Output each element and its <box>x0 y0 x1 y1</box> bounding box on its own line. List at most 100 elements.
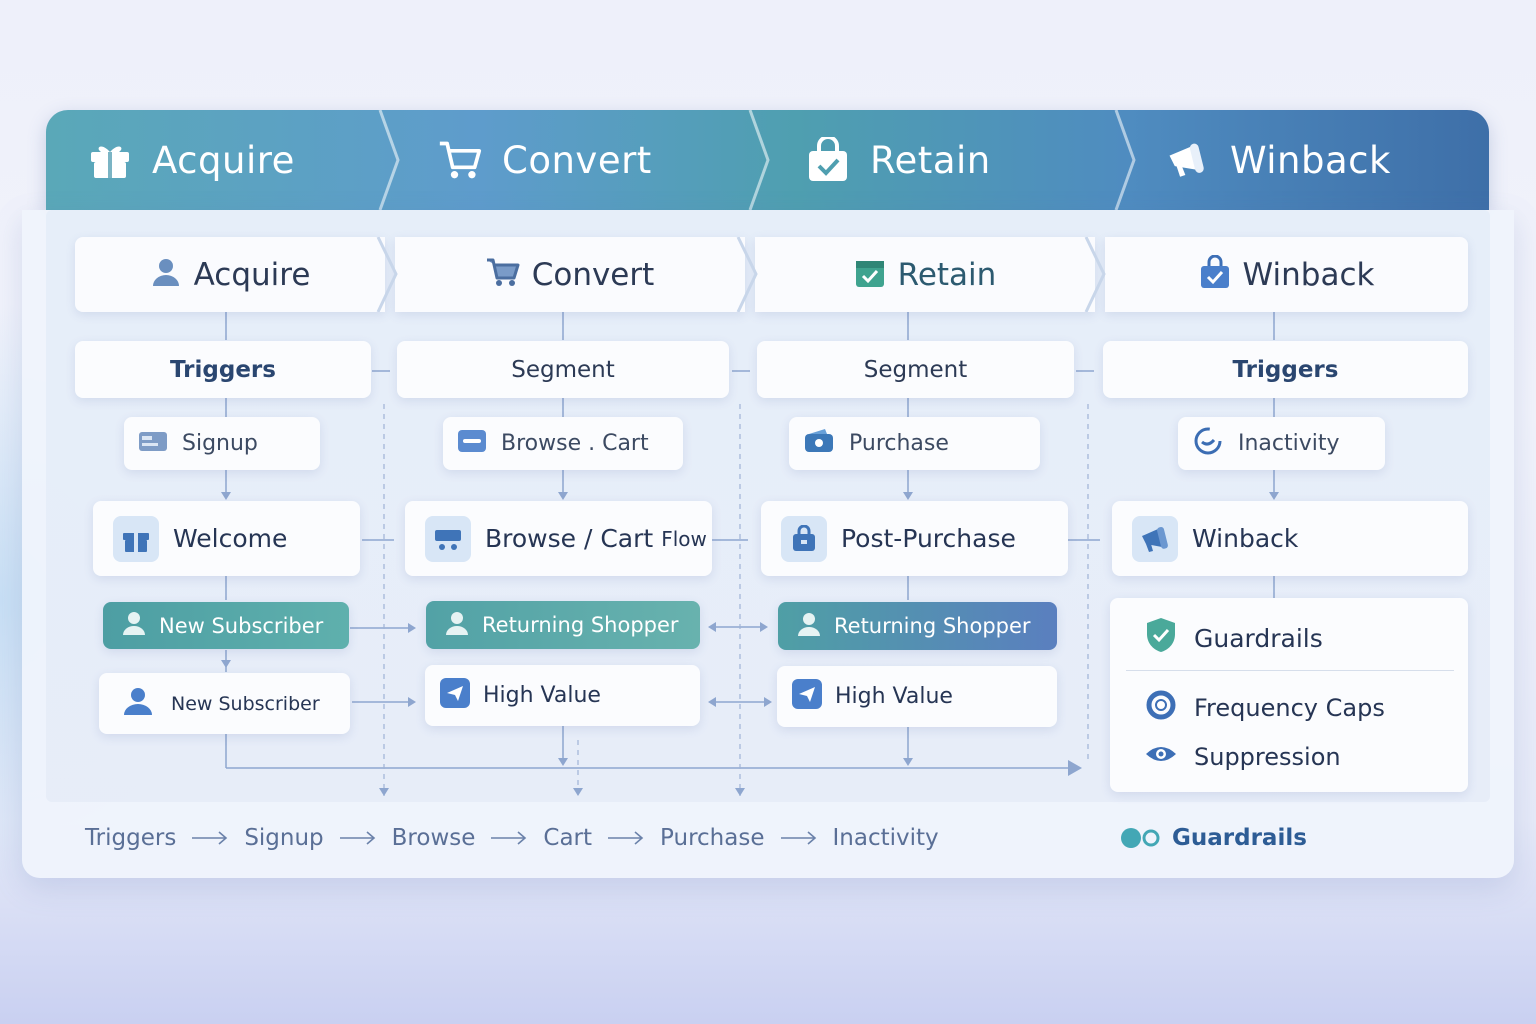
segment-card-new-subscriber[interactable]: New Subscriber <box>99 673 350 734</box>
user-icon <box>444 610 470 641</box>
browser-window-icon <box>457 428 487 460</box>
eye-icon <box>1144 742 1178 772</box>
calendar-check-icon <box>854 256 886 293</box>
banner-stage-label: Winback <box>1230 138 1391 182</box>
user-icon <box>121 610 147 641</box>
send-icon <box>791 678 823 716</box>
segment-label: Returning Shopper <box>834 614 1031 638</box>
column-header[interactable]: Triggers <box>1103 341 1468 398</box>
arrow-right-icon <box>192 831 228 845</box>
user-icon <box>121 686 155 721</box>
footer-step[interactable]: Triggers <box>85 825 177 851</box>
banner-stage-label: Retain <box>870 138 991 182</box>
trigger-card-inactivity[interactable]: Inactivity <box>1178 417 1385 470</box>
footer-guardrails[interactable]: Guardrails <box>1120 820 1307 856</box>
footer-step[interactable]: Purchase <box>660 825 765 851</box>
flow-card-winback[interactable]: Winback <box>1112 501 1468 576</box>
bag-check-icon <box>1199 254 1231 294</box>
segment-card-high-value[interactable]: High Value <box>777 666 1057 727</box>
segment-pill-new-subscriber[interactable]: New Subscriber <box>103 602 349 649</box>
trigger-card-signup[interactable]: Signup <box>124 417 320 470</box>
segment-label: New Subscriber <box>159 613 324 638</box>
guardrails-card: Guardrails Frequency Caps Suppression <box>1110 598 1468 792</box>
segment-label: Returning Shopper <box>482 613 679 637</box>
cart-icon <box>438 138 482 182</box>
footer-guardrails-label: Guardrails <box>1172 825 1307 851</box>
arrow-right-icon <box>608 831 644 845</box>
flow-label: Welcome <box>173 524 288 553</box>
wallet-icon <box>803 428 835 460</box>
flow-card-browse-cart[interactable]: Browse / Cart Flow <box>405 501 712 576</box>
trigger-card-purchase[interactable]: Purchase <box>789 417 1040 470</box>
send-icon <box>439 677 471 715</box>
stage-label: Winback <box>1242 256 1375 293</box>
column-header[interactable]: Segment <box>757 341 1074 398</box>
column-header[interactable]: Segment <box>397 341 729 398</box>
footer-step[interactable]: Cart <box>543 825 593 851</box>
divider <box>1126 670 1454 671</box>
chevron-divider <box>748 110 770 210</box>
cart-icon <box>425 515 471 562</box>
gift-icon <box>113 515 159 562</box>
trigger-label: Inactivity <box>1238 431 1340 456</box>
segment-label: High Value <box>835 684 953 709</box>
gift-icon <box>88 138 132 182</box>
flow-label: Browse / Cart <box>485 524 654 553</box>
footer-flow: Triggers Signup Browse Cart Purchase Ina… <box>85 820 939 856</box>
megaphone-icon <box>1166 138 1210 182</box>
segment-label: New Subscriber <box>171 692 320 715</box>
segment-label: High Value <box>483 683 601 708</box>
stage-retain[interactable]: Retain <box>755 237 1095 312</box>
banner-stage-convert[interactable]: Convert <box>438 110 652 210</box>
stage-convert[interactable]: Convert <box>395 237 745 312</box>
cart-icon <box>486 257 520 292</box>
segment-pill-returning-shopper[interactable]: Returning Shopper <box>778 602 1057 650</box>
footer-step[interactable]: Signup <box>244 825 324 851</box>
stage-label: Acquire <box>193 256 311 293</box>
footer-step[interactable]: Inactivity <box>832 825 939 851</box>
shield-check-icon <box>1144 616 1178 660</box>
flow-card-welcome[interactable]: Welcome <box>93 501 360 576</box>
banner-stage-acquire[interactable]: Acquire <box>88 110 295 210</box>
guardrail-item-suppression[interactable]: Suppression <box>1144 742 1341 772</box>
banner-stage-label: Convert <box>502 138 652 182</box>
guardrails-header: Guardrails <box>1144 616 1323 660</box>
trigger-label: Signup <box>182 431 258 456</box>
guardrail-item-label: Frequency Caps <box>1194 694 1385 722</box>
trigger-label: Browse . Cart <box>501 431 649 456</box>
arrow-right-icon <box>780 831 816 845</box>
megaphone-icon <box>1132 515 1178 562</box>
flow-label: Winback <box>1192 524 1299 553</box>
chevron-divider <box>1084 237 1106 312</box>
trigger-label: Purchase <box>849 431 949 456</box>
bag-check-icon <box>806 137 850 182</box>
arrow-right-icon <box>339 831 375 845</box>
column-header[interactable]: Triggers <box>75 341 371 398</box>
segment-pill-returning-shopper[interactable]: Returning Shopper <box>426 601 700 649</box>
chevron-divider <box>378 110 400 210</box>
flow-label-suffix: Flow <box>661 526 707 551</box>
flow-card-post-purchase[interactable]: Post-Purchase <box>761 501 1068 576</box>
banner-stage-retain[interactable]: Retain <box>806 110 991 210</box>
guardrail-item-label: Suppression <box>1194 743 1341 771</box>
stage-label: Convert <box>531 256 655 293</box>
trigger-card-browse-cart[interactable]: Browse . Cart <box>443 417 683 470</box>
toggle-dots-icon <box>1120 827 1164 849</box>
stage-label: Retain <box>897 256 997 293</box>
refresh-clock-icon <box>1192 425 1224 463</box>
user-icon <box>150 256 182 293</box>
lifebuoy-icon <box>1144 688 1178 728</box>
stage-acquire[interactable]: Acquire <box>75 237 385 312</box>
chevron-divider <box>736 237 758 312</box>
user-icon <box>796 611 822 642</box>
shopping-bag-icon <box>781 515 827 562</box>
banner-stage-winback[interactable]: Winback <box>1166 110 1391 210</box>
guardrails-title: Guardrails <box>1194 623 1323 653</box>
footer-step[interactable]: Browse <box>391 825 476 851</box>
segment-card-high-value[interactable]: High Value <box>425 665 700 726</box>
stage-winback[interactable]: Winback <box>1105 237 1468 312</box>
flow-label: Post-Purchase <box>841 524 1016 553</box>
guardrail-item-frequency-caps[interactable]: Frequency Caps <box>1144 688 1385 728</box>
chevron-divider <box>1114 110 1136 210</box>
